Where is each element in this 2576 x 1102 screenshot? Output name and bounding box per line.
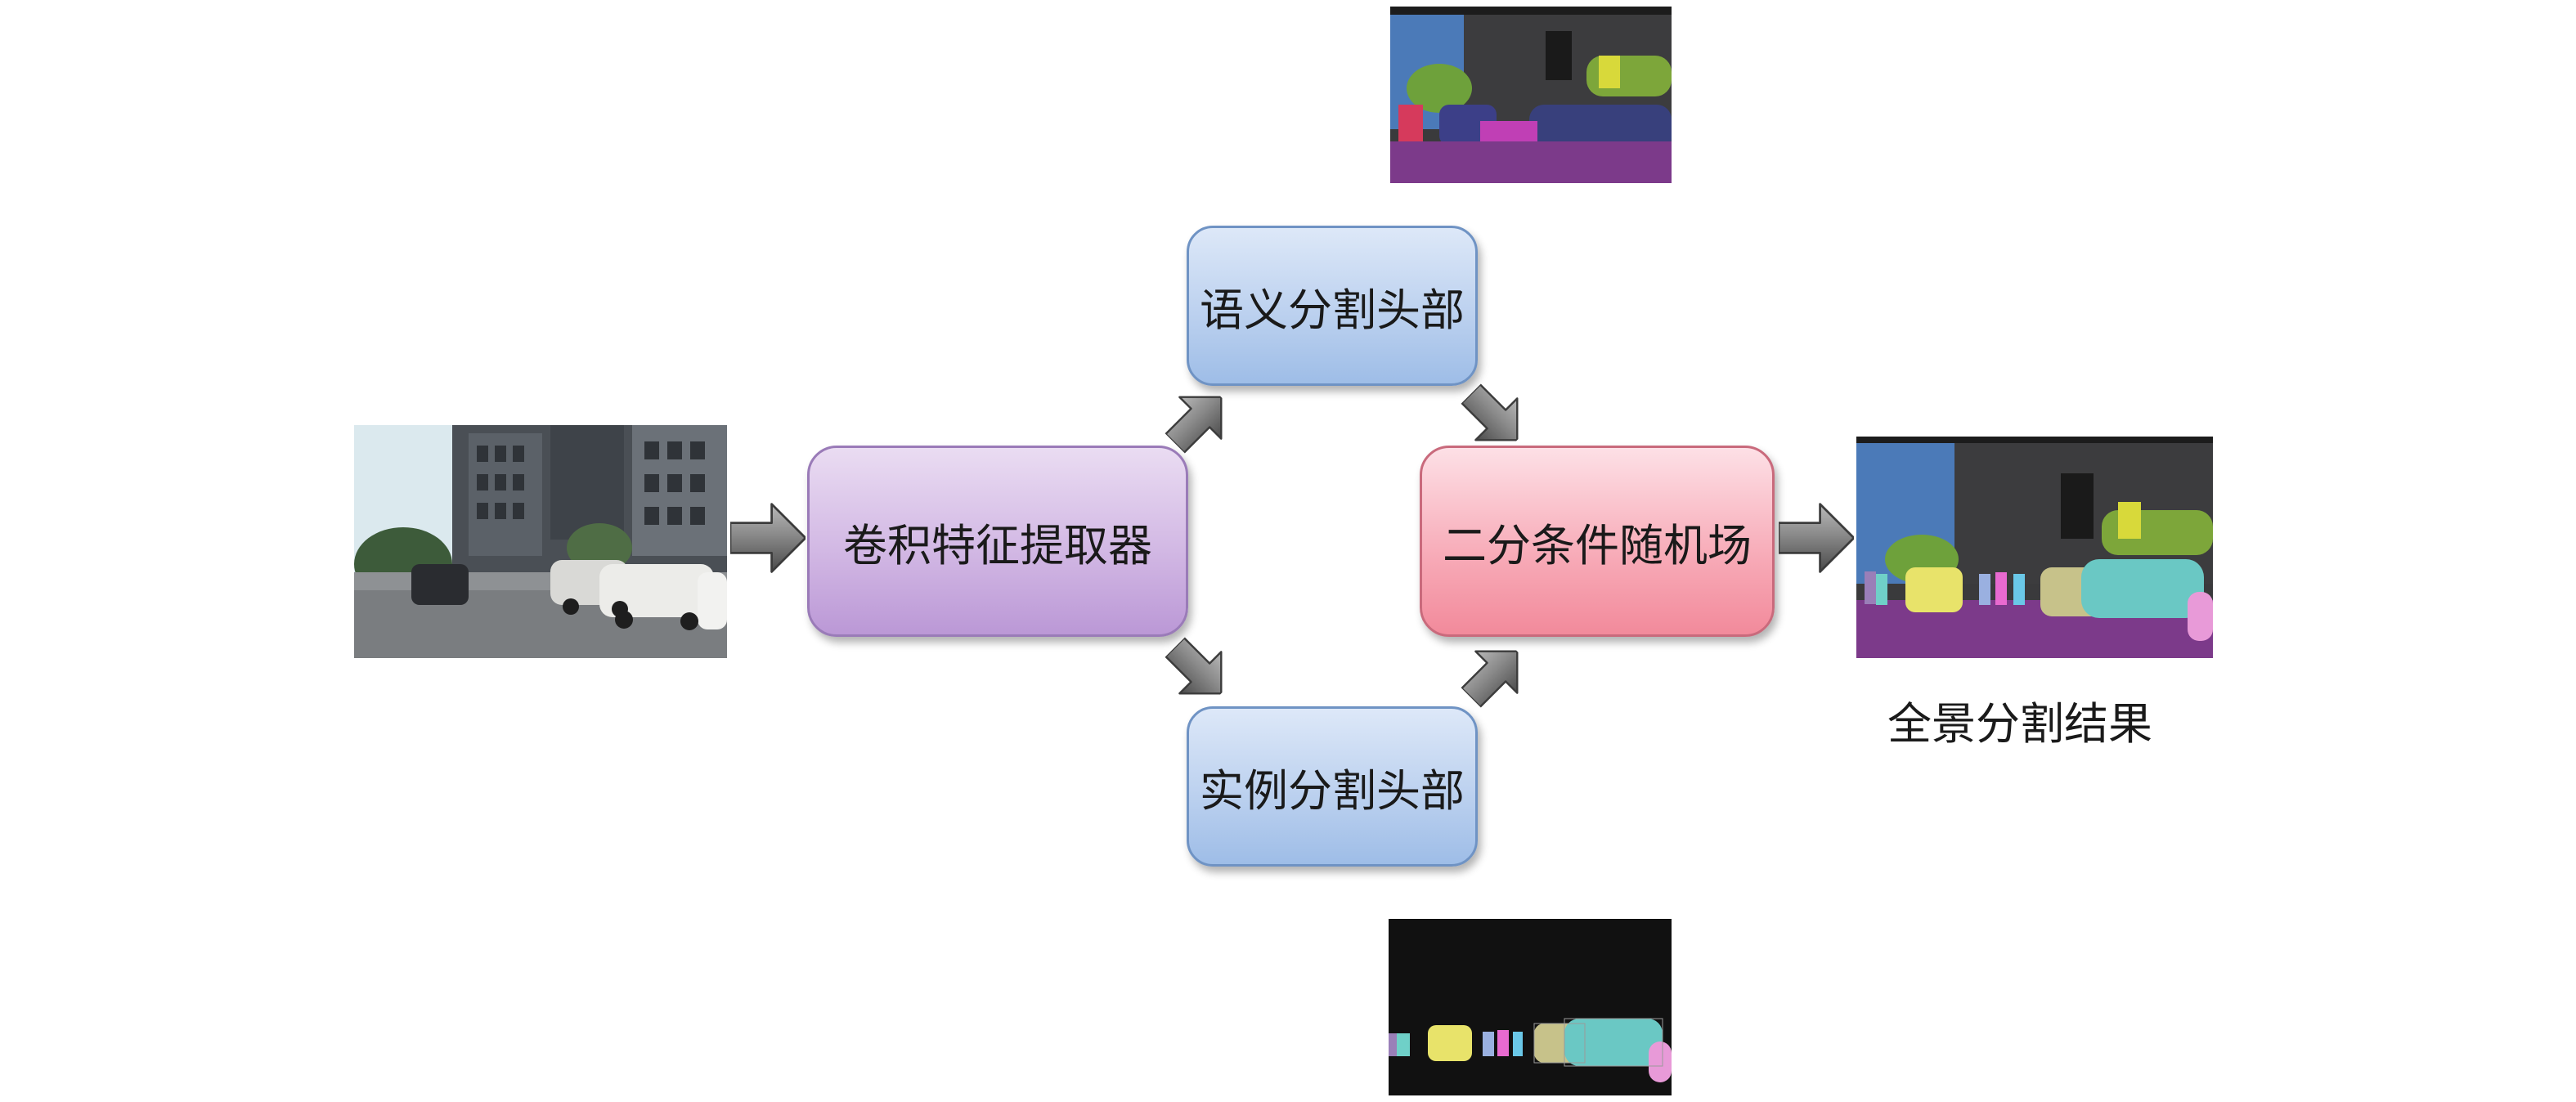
arrow-crf-to-result-icon	[1779, 500, 1854, 576]
feature-extractor-node: 卷积特征提取器	[807, 446, 1188, 637]
crf-node: 二分条件随机场	[1420, 446, 1775, 637]
arrow-input-to-extractor-icon	[730, 500, 806, 576]
instance-segmentation-image	[1389, 919, 1672, 1095]
semantic-segmentation-image	[1390, 7, 1672, 183]
panoptic-result-image	[1856, 437, 2213, 658]
panoptic-result-caption: 全景分割结果	[1887, 697, 2152, 750]
semantic-head-label: 语义分割头部	[1200, 284, 1465, 336]
crf-label: 二分条件随机场	[1443, 519, 1752, 571]
instance-head-label: 实例分割头部	[1200, 764, 1465, 817]
semantic-head-node: 语义分割头部	[1187, 226, 1478, 386]
arrow-instance-to-crf-icon	[1447, 628, 1540, 720]
feature-extractor-label: 卷积特征提取器	[843, 519, 1152, 571]
input-street-image	[354, 425, 727, 658]
arrow-extractor-to-instance-icon	[1151, 624, 1244, 716]
instance-head-node: 实例分割头部	[1187, 706, 1478, 867]
